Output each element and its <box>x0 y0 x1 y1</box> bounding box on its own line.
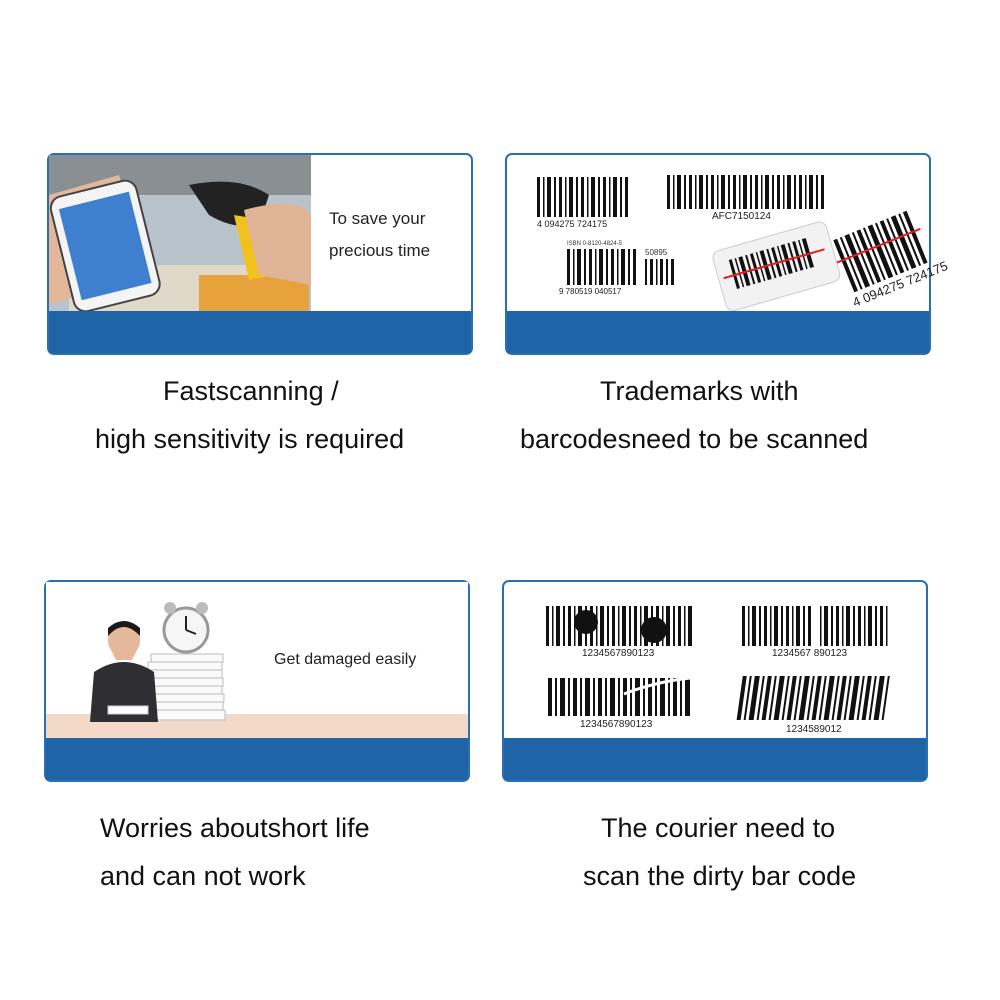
barcode-card <box>712 221 841 311</box>
note-line-2: precious time <box>329 241 431 260</box>
caption-line-1: Trademarks with <box>600 376 799 406</box>
caption-line-1: Worries aboutshort life <box>100 813 370 843</box>
note-line-1: To save your <box>329 209 426 228</box>
barcode-1 <box>537 177 628 217</box>
caption-line-2: scan the dirty bar code <box>583 861 857 891</box>
caption-line-1: Fastscanning / <box>163 376 339 406</box>
stressed-worker-photo <box>46 582 468 742</box>
caption-trademarks: Trademarks with barcodesneed to be scann… <box>520 367 868 463</box>
caption-line-2: and can not work <box>100 861 306 891</box>
panel-damaged: Get damaged easily <box>44 580 470 782</box>
barcode-collage: 4 094275 724175 AFC7150124 ISBN 0-8120-4… <box>537 175 950 311</box>
dirty-barcode-3-number: 1234567890123 <box>580 719 653 730</box>
dirty-barcode-2 <box>742 606 888 646</box>
barcode-3 <box>567 249 674 285</box>
caption-dirty-barcode: The courier need to scan the dirty bar c… <box>583 804 856 900</box>
panel-band <box>49 311 471 353</box>
barcode-2 <box>667 175 824 209</box>
caption-line-2: high sensitivity is required <box>95 424 405 454</box>
panel-note: Get damaged easily <box>274 644 416 676</box>
caption-fast-scanning: Fastscanning / high sensitivity is requi… <box>95 367 404 463</box>
dirty-barcode-3 <box>548 678 690 716</box>
dirty-barcode-2-number: 1234567 890123 <box>772 648 848 659</box>
dirty-barcode-1-number: 1234567890123 <box>582 648 655 659</box>
panel-band <box>504 738 926 780</box>
barcode-large: 4 094275 724175 <box>833 210 950 310</box>
panel-fast-scanning: To save your precious time <box>47 153 473 355</box>
barcode-3-isbn: ISBN 0-8120-4824-5 <box>567 241 623 247</box>
caption-line-2: barcodesneed to be scanned <box>520 424 869 454</box>
barcode-2-number: AFC7150124 <box>712 211 771 222</box>
panel-band <box>507 311 929 353</box>
panel-dirty-barcode: 1234567890123 1234567 890123 12345678901… <box>502 580 928 782</box>
panel-band <box>46 738 468 780</box>
barcode-3-number: 9 780519 040517 <box>559 287 622 296</box>
note-line-1: Get damaged easily <box>274 651 417 668</box>
panel-trademarks: 4 094275 724175 AFC7150124 ISBN 0-8120-4… <box>505 153 950 355</box>
dirty-barcode-4 <box>736 676 890 720</box>
barcode-3b-number: 50895 <box>645 248 668 257</box>
dirty-barcode-collage: 1234567890123 1234567 890123 12345678901… <box>546 606 890 735</box>
caption-line-1: The courier need to <box>601 813 836 843</box>
dirty-barcode-4-number: 1234589012 <box>786 724 842 735</box>
dirty-barcode-1 <box>546 606 692 646</box>
barcode-1-number: 4 094275 724175 <box>537 219 607 229</box>
scanner-photo <box>49 155 311 315</box>
caption-damaged: Worries aboutshort life and can not work <box>100 804 370 900</box>
paper-stack <box>144 653 226 721</box>
panel-note: To save your precious time <box>329 203 430 267</box>
